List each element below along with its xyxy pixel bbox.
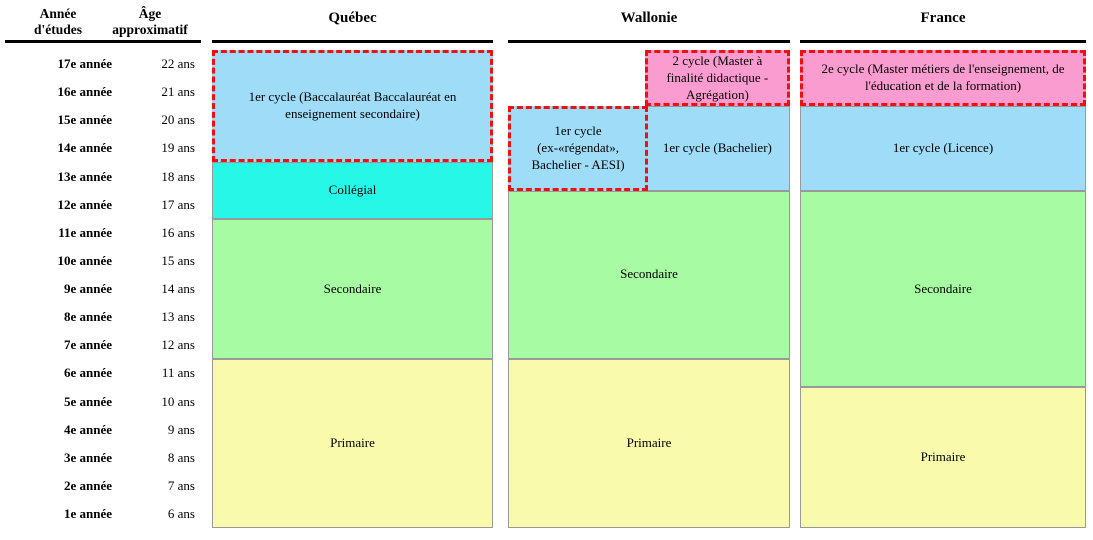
table-row: 14e année 19 ans [5, 134, 203, 162]
column-title-wallonie: Wallonie [620, 10, 678, 26]
segment-label: Collégial [328, 182, 377, 198]
segment-label: 1er cycle (Bachelier) [662, 139, 772, 155]
segment-label: 1er cycle (Baccalauréat Baccalauréat en … [248, 89, 457, 122]
column-body-quebec: 1er cycle (Baccalauréat Baccalauréat en … [212, 50, 493, 528]
segment-1er-cycle-ex-regendat-bachelier-: 1er cycle (ex-«régendat», Bachelier - AE… [508, 106, 649, 191]
year-label: 17e année [57, 56, 112, 72]
age-label: 12 ans [161, 337, 195, 353]
table-row: 8e année 13 ans [5, 303, 203, 331]
year-label: 1e année [63, 506, 112, 522]
year-label: 2e année [63, 477, 112, 493]
segment-secondaire: Secondaire [508, 190, 790, 360]
segment-secondaire: Secondaire [212, 218, 493, 360]
segment-label: Secondaire [914, 280, 972, 296]
year-age-rows: 17e année 22 ans 16e année 21 ans 15e année 2… [5, 50, 203, 528]
age-label: 16 ans [161, 224, 195, 240]
column-rule-wallonie [508, 40, 790, 43]
segment-label: 2 cycle (Master à finalité didactique - … [666, 52, 769, 102]
age-label: 13 ans [161, 309, 195, 325]
age-label: 14 ans [161, 281, 195, 297]
column-wallonie: Wallonie 2 cycle (Master à finalité dida… [508, 0, 790, 540]
year-label: 3e année [63, 449, 112, 465]
table-row: 1e année 6 ans [5, 500, 203, 528]
segment-label: 1er cycle (Licence) [892, 139, 994, 155]
column-rule-france [800, 40, 1086, 43]
year-label: 14e année [57, 140, 112, 156]
table-row: 12e année 17 ans [5, 191, 203, 219]
table-row: 17e année 22 ans [5, 50, 203, 78]
segment-1er-cycle-baccalaureat-baccalaur: 1er cycle (Baccalauréat Baccalauréat en … [212, 50, 493, 163]
segment-collegial: Collégial [212, 162, 493, 219]
age-label: 10 ans [161, 393, 195, 409]
table-header-annee-detudes: Année d'études [33, 6, 82, 38]
year-label: 5e année [63, 393, 112, 409]
year-label: 6e année [63, 365, 112, 381]
table-row: 5e année 10 ans [5, 388, 203, 416]
segment-secondaire: Secondaire [800, 190, 1086, 388]
table-row: 2e année 7 ans [5, 472, 203, 500]
table-row: 15e année 20 ans [5, 106, 203, 134]
segment-primaire: Primaire [800, 387, 1086, 528]
column-title-quebec: Québec [328, 10, 377, 26]
table-row: 6e année 11 ans [5, 359, 203, 387]
year-label: 16e année [57, 84, 112, 100]
age-label: 11 ans [161, 365, 195, 381]
age-label: 22 ans [161, 56, 195, 72]
year-label: 15e année [57, 112, 112, 128]
column-body-wallonie: 2 cycle (Master à finalité didactique - … [508, 50, 790, 528]
table-row: 10e année 15 ans [5, 247, 203, 275]
table-header-age-approximatif: Âge approximatif [112, 6, 188, 38]
year-label: 13e année [57, 168, 112, 184]
year-label: 10e année [57, 252, 112, 268]
table-row: 9e année 14 ans [5, 275, 203, 303]
age-label: 7 ans [167, 477, 195, 493]
age-label: 20 ans [161, 112, 195, 128]
segment-1er-cycle-licence: 1er cycle (Licence) [800, 106, 1086, 191]
segment-label: Primaire [920, 449, 966, 465]
year-label: 11e année [58, 224, 112, 240]
age-label: 21 ans [161, 84, 195, 100]
column-quebec: Québec 1er cycle (Baccalauréat Baccalaur… [212, 0, 493, 540]
year-label: 12e année [57, 196, 112, 212]
table-row: 13e année 18 ans [5, 163, 203, 191]
year-label: 7e année [63, 337, 112, 353]
table-row: 16e année 21 ans [5, 78, 203, 106]
segment-2-cycle-master-a-finalite-didact: 2 cycle (Master à finalité didactique - … [644, 50, 790, 107]
table-row: 4e année 9 ans [5, 416, 203, 444]
age-label: 17 ans [161, 196, 195, 212]
segment-label: Primaire [626, 435, 672, 451]
year-label: 4e année [63, 421, 112, 437]
segment-label: 2e cycle (Master métiers de l'enseigneme… [821, 61, 1065, 94]
segment-primaire: Primaire [508, 359, 790, 528]
segment-2e-cycle-master-metiers-de-l-ens: 2e cycle (Master métiers de l'enseigneme… [800, 50, 1086, 107]
table-header-rule [5, 40, 201, 43]
table-row: 3e année 8 ans [5, 444, 203, 472]
column-body-france: 2e cycle (Master métiers de l'enseigneme… [800, 50, 1086, 528]
table-row: 7e année 12 ans [5, 331, 203, 359]
age-label: 6 ans [167, 506, 195, 522]
column-rule-quebec [212, 40, 493, 43]
age-label: 15 ans [161, 252, 195, 268]
segment-label: Secondaire [323, 280, 382, 296]
year-label: 8e année [63, 309, 112, 325]
segment-label: Secondaire [620, 266, 678, 282]
year-age-table: Année d'études Âge approximatif 17e anné… [5, 0, 203, 540]
column-france: France 2e cycle (Master métiers de l'ens… [800, 0, 1086, 540]
segment-1er-cycle-bachelier: 1er cycle (Bachelier) [644, 106, 790, 191]
segment-label: 1er cycle (ex-«régendat», Bachelier - AE… [531, 123, 625, 172]
age-label: 8 ans [167, 449, 195, 465]
age-label: 18 ans [161, 168, 195, 184]
year-label: 9e année [63, 281, 112, 297]
table-row: 11e année 16 ans [5, 219, 203, 247]
column-title-france: France [920, 10, 966, 26]
age-label: 19 ans [161, 140, 195, 156]
segment-primaire: Primaire [212, 359, 493, 528]
age-label: 9 ans [167, 421, 195, 437]
segment-label: Primaire [330, 435, 375, 451]
